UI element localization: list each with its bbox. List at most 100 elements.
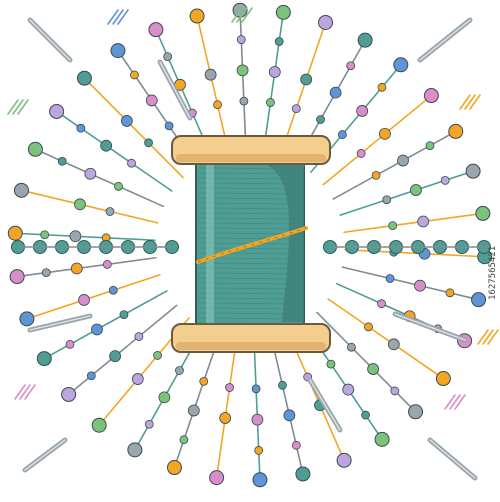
needle-highlight [419,19,471,61]
pin-bead [236,35,246,44]
pin-bead [40,230,50,240]
needle-highlight [394,313,466,341]
pin-shaft [20,189,159,224]
pin-bead [69,230,82,243]
thread-tuft-icon [469,94,481,110]
pin-head-icon [9,269,25,285]
pin-shaft [67,304,178,396]
pin-head-icon [252,472,268,488]
thread-winding-line [197,262,303,265]
pin-bead [78,294,90,306]
thread-winding-line [197,202,303,205]
pin-bead [175,366,184,375]
pin-head-icon [127,442,143,458]
pin-bead [102,259,112,269]
thread-tuft-icon [236,7,248,23]
thread-winding-line [197,207,303,210]
pin-head-icon [189,8,205,24]
pin-bead [70,262,83,275]
pin-shaft [341,266,480,301]
pin-bead [65,339,75,349]
pin-head-icon [448,123,464,139]
thread-tuft-icon [107,9,119,25]
pin-bead [387,338,400,351]
pin-head-icon [471,292,487,308]
pin-bead [251,413,264,426]
watermark-id-text: 1627565421 [488,245,498,300]
pin-bead [251,384,261,394]
pin-head-icon [110,43,126,59]
pin-bead [291,440,301,450]
thread-winding-line [197,197,303,200]
pin-bead [371,171,381,180]
thread-tuft-icon [12,99,24,115]
pin-bead [410,184,422,196]
pin-bead [316,115,325,124]
pin-bead [179,435,189,445]
pin-head-icon [209,470,225,486]
pin-bead [105,207,115,216]
thread-tuft-icon [7,99,19,115]
thread-winding-line [197,252,303,255]
pin-shaft [83,77,184,179]
pin-bead [153,351,162,360]
thread-winding-line [197,222,303,225]
pin-bead [225,383,234,392]
pin-head-icon [166,460,182,476]
pin-shaft [43,290,168,360]
thread-tuft-icon [231,7,243,23]
pin-bead [414,279,426,292]
thread-winding-line [197,227,303,230]
pin-bead [204,68,217,81]
thread-winding-line [197,217,303,220]
thread-highlight [206,164,214,324]
pin-head-icon [91,417,107,433]
pin-bead [377,82,387,92]
thread-winding-line [197,287,303,290]
pin-bead [382,195,392,205]
thread-winding-line [197,247,303,250]
pin-bead [114,181,123,191]
needle-highlight [29,19,71,61]
thread-tuft-icon [459,94,471,110]
pin-bead [283,409,296,422]
pin-head-icon [465,163,481,179]
pin-head-icon [148,22,164,38]
pin-bead [379,127,391,140]
pin-bead [417,215,430,228]
thread-tuft-icon [17,99,29,115]
pin-bead [164,121,174,131]
pin-bead [300,73,313,86]
pin-bead [377,299,386,309]
needle-highlight [24,439,66,471]
pin-bead [131,373,144,385]
pin-shaft [322,94,433,186]
thread-tuft-icon [19,384,31,400]
pin-head-icon [61,386,77,402]
thread-winding-line [197,187,303,190]
thread-tuft-icon [241,7,253,23]
pin-head-icon [49,103,65,119]
pin-head-icon [374,431,390,447]
pin-bead [367,363,380,375]
pin-head-icon [19,311,35,327]
pin-shaft [16,256,157,278]
pin-shaft [55,110,173,192]
pin-shaft [332,130,457,200]
pin-bead [390,386,400,396]
pin-bead [266,98,275,107]
pin-head-icon [475,205,491,221]
spool-of-thread-icon [171,135,331,353]
pin-bead [356,149,366,158]
pin-bead [57,156,67,166]
pin-bead [347,342,356,352]
pin-shaft [253,339,261,481]
pin-bead [445,288,455,298]
spool-bottom-flange-shade [176,342,326,350]
pin-bead [134,332,144,341]
pin-bead [239,96,249,106]
pin-shaft [343,212,484,234]
pin-bead [144,138,153,148]
pin-bead [76,123,86,133]
